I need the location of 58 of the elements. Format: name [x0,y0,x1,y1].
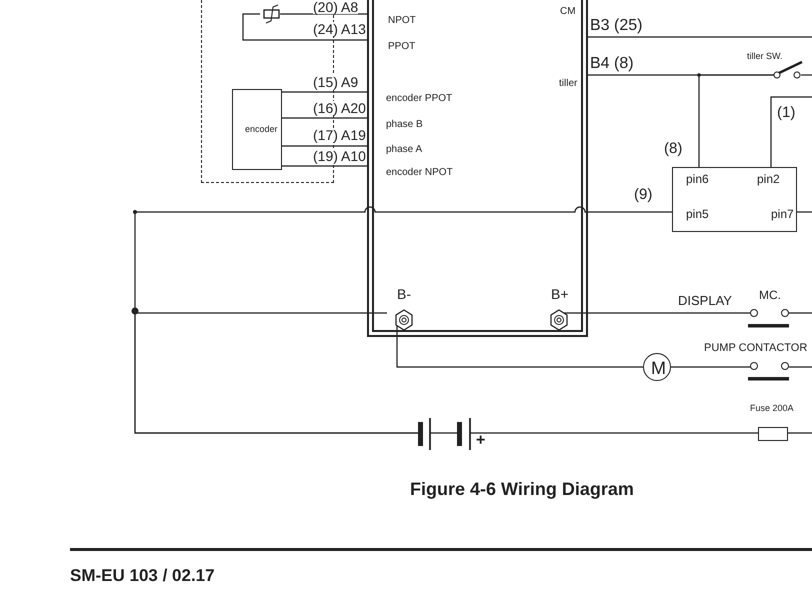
wire-label: (15) A9 [313,75,358,89]
wire-label: B3 (25) [590,18,642,34]
wire [588,36,812,38]
wire [801,74,812,76]
wire-label: (16) A20 [313,101,366,115]
terminal-label: phase A [386,145,422,155]
figure-title: Figure 4-6 Wiring Diagram [410,480,634,498]
wire [789,366,812,368]
document-number: SM-EU 103 / 02.17 [70,567,215,584]
wire [770,96,812,167]
terminal-label: tiller [559,79,578,89]
wire-label: DISPLAY [678,294,732,307]
terminal-label: encoder PPOT [386,94,452,104]
pin-label: pin6 [686,173,709,185]
pin-label: pin5 [686,208,709,220]
node-label: Fuse 200A [750,404,794,413]
wire-label: (9) [634,187,652,202]
wire [671,366,751,368]
wire [470,432,758,434]
wire-label: (8) [664,141,682,156]
node-label: encoder [245,125,278,134]
pin-label: pin7 [771,208,794,220]
terminal-label: NPOT [388,16,416,26]
module-box [672,167,797,232]
wire [280,13,367,15]
controller-box [367,0,588,337]
wire [281,145,367,147]
terminal-label: B+ [551,287,569,301]
terminal-label: phase B [386,120,423,130]
wire-label: (24) A13 [313,22,366,36]
wire [698,74,776,167]
wire [281,91,367,93]
node-label: tiller SW. [747,52,783,61]
wire [562,312,750,314]
wire-label: (17) A19 [313,128,366,142]
wire [797,211,812,213]
wire [242,13,367,41]
wire [281,117,367,119]
wire-label: (19) A10 [313,149,366,163]
wire [789,312,812,314]
terminal-label: encoder NPOT [386,168,453,178]
terminal-label: PPOT [388,42,416,52]
wire [396,324,643,368]
pin-label: pin2 [757,173,780,185]
wire [788,432,812,434]
encoder-box [232,89,282,170]
node-label: MC. [759,289,781,301]
motor-symbol [643,353,671,381]
wire-label: B4 (8) [590,56,634,72]
polarity-sign: + [476,433,486,449]
wire-label: (20) A8 [313,0,358,14]
wire [281,165,367,167]
terminal-label: B- [397,287,411,301]
wire-label: (1) [777,105,796,120]
wire [134,312,418,434]
node-label: M [651,359,666,377]
terminal-label: CM [560,7,576,17]
node-label: PUMP CONTACTOR [704,343,808,354]
